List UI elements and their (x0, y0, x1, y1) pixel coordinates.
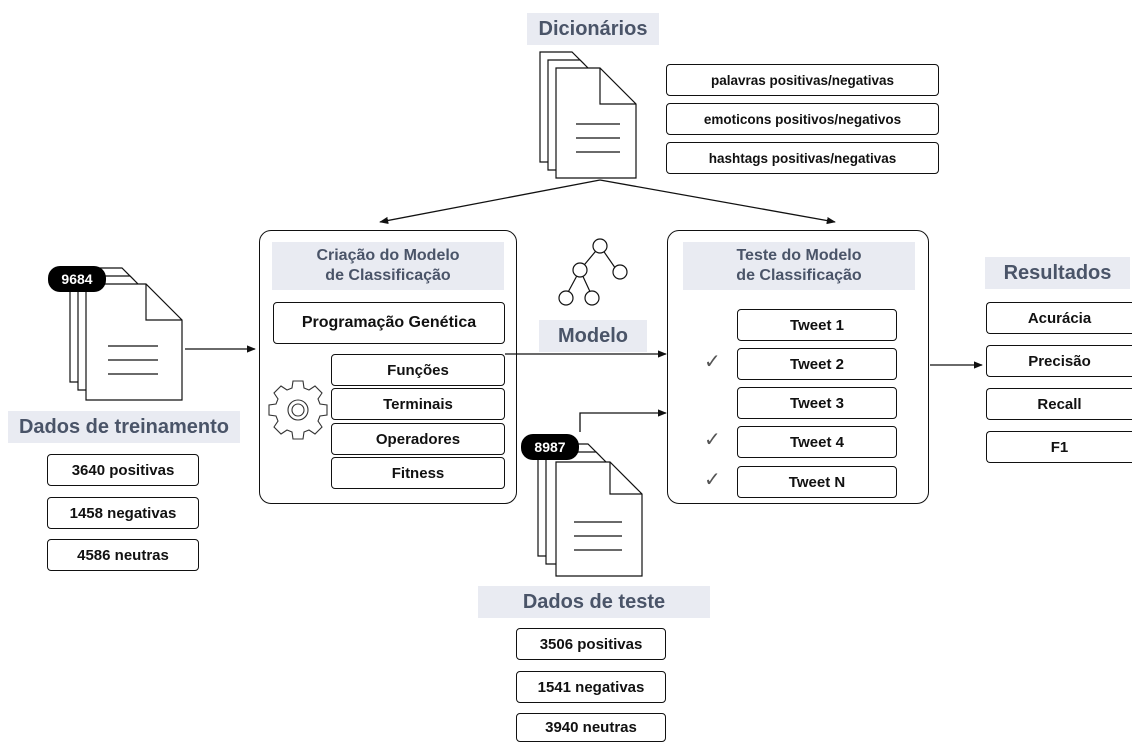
component-functions: Funções (331, 354, 505, 386)
test-stat: 3940 neutras (516, 713, 666, 742)
metric-precision: Precisão (986, 345, 1132, 377)
model-label: Modelo (539, 320, 647, 352)
arrow-dict-to-test (599, 179, 836, 225)
dictionary-item: palavras positivas/negativas (666, 64, 939, 96)
test-stat: 3506 positivas (516, 628, 666, 660)
results-title: Resultados (985, 257, 1130, 289)
test-stat: 1541 negativas (516, 671, 666, 703)
arrow-testdata-to-test (579, 409, 667, 432)
tweet-item: Tweet 2 (737, 348, 897, 380)
checkmark-icon: ✓ (704, 429, 721, 451)
tweet-item: Tweet 3 (737, 387, 897, 419)
gear-icon (268, 380, 328, 440)
metric-f1: F1 (986, 431, 1132, 463)
method-box: Programação Genética (273, 302, 505, 344)
training-stat: 4586 neutras (47, 539, 199, 571)
test-model-title-line2: de Classificação (736, 267, 862, 284)
checkmark-icon: ✓ (704, 351, 721, 373)
creation-panel (259, 230, 517, 504)
document-stack-icon (69, 267, 183, 401)
training-stat: 3640 positivas (47, 454, 199, 486)
test-model-panel (667, 230, 929, 504)
training-title: Dados de treinamento (8, 411, 240, 443)
component-operators: Operadores (331, 423, 505, 455)
dictionaries-title: Dicionários (527, 13, 659, 45)
tree-icon (558, 238, 628, 306)
document-stack-icon (539, 51, 637, 179)
document-stack-icon (537, 443, 643, 577)
dictionary-item: emoticons positivos/negativos (666, 103, 939, 135)
metric-accuracy: Acurácia (986, 302, 1132, 334)
checkmark-icon: ✓ (704, 469, 721, 491)
test-model-title-line1: Teste do Modelo (736, 247, 862, 264)
component-fitness: Fitness (331, 457, 505, 489)
component-terminals: Terminais (331, 388, 505, 420)
creation-title-line1: Criação do Modelo (316, 247, 460, 264)
tweet-item: Tweet N (737, 466, 897, 498)
dictionary-item: hashtags positivas/negativas (666, 142, 939, 174)
test-count-badge: 8987 (521, 434, 579, 460)
training-count-badge: 9684 (48, 266, 106, 292)
training-stat: 1458 negativas (47, 497, 199, 529)
test-data-title: Dados de teste (478, 586, 710, 618)
creation-title: Criação do Modelo de Classificação (272, 242, 504, 290)
tweet-item: Tweet 1 (737, 309, 897, 341)
metric-recall: Recall (986, 388, 1132, 420)
creation-title-line2: de Classificação (325, 267, 451, 284)
tweet-item: Tweet 4 (737, 426, 897, 458)
test-model-title: Teste do Modelo de Classificação (683, 242, 915, 290)
arrow-dict-to-creation (379, 179, 601, 225)
